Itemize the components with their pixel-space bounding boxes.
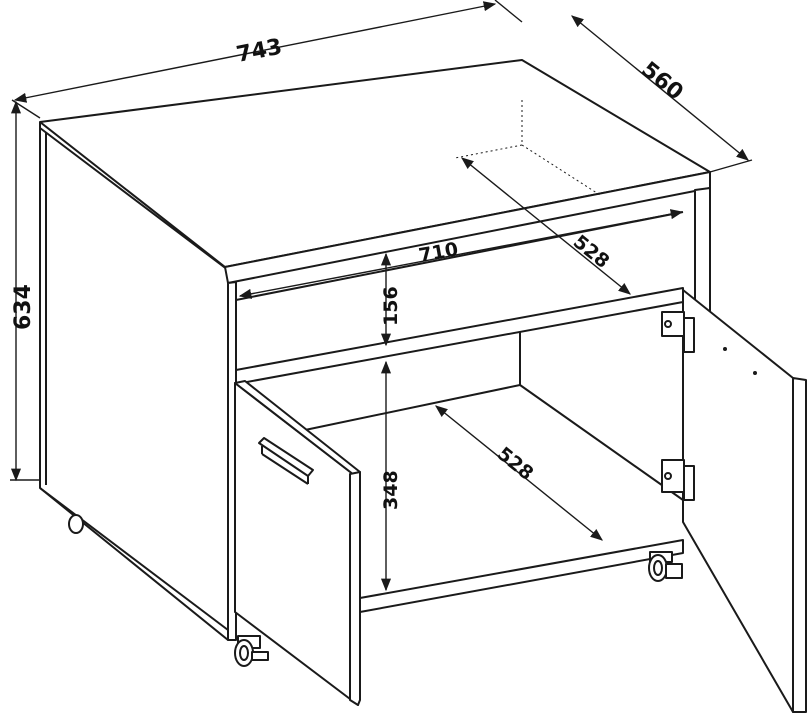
label-lower-opening-height: 348 [380, 470, 402, 510]
label-height: 634 [11, 284, 36, 330]
right-door [682, 289, 807, 713]
caster-front-left [234, 635, 269, 667]
caster-back-left [68, 514, 84, 534]
label-top-opening-height: 156 [380, 286, 402, 326]
label-inner-depth-top: 528 [569, 231, 614, 273]
hinge-top [661, 311, 695, 353]
left-door [234, 380, 361, 706]
dimension-depth [571, 15, 753, 173]
door-handle [258, 437, 314, 485]
label-depth: 560 [636, 57, 687, 105]
hinge-bottom [661, 459, 695, 501]
middle-shelf [235, 287, 684, 385]
caster-front-right [648, 551, 683, 582]
label-inner-depth-bottom: 528 [493, 443, 538, 485]
bottom-panel [359, 539, 684, 613]
label-width: 743 [234, 35, 284, 68]
dimension-height [10, 100, 40, 482]
